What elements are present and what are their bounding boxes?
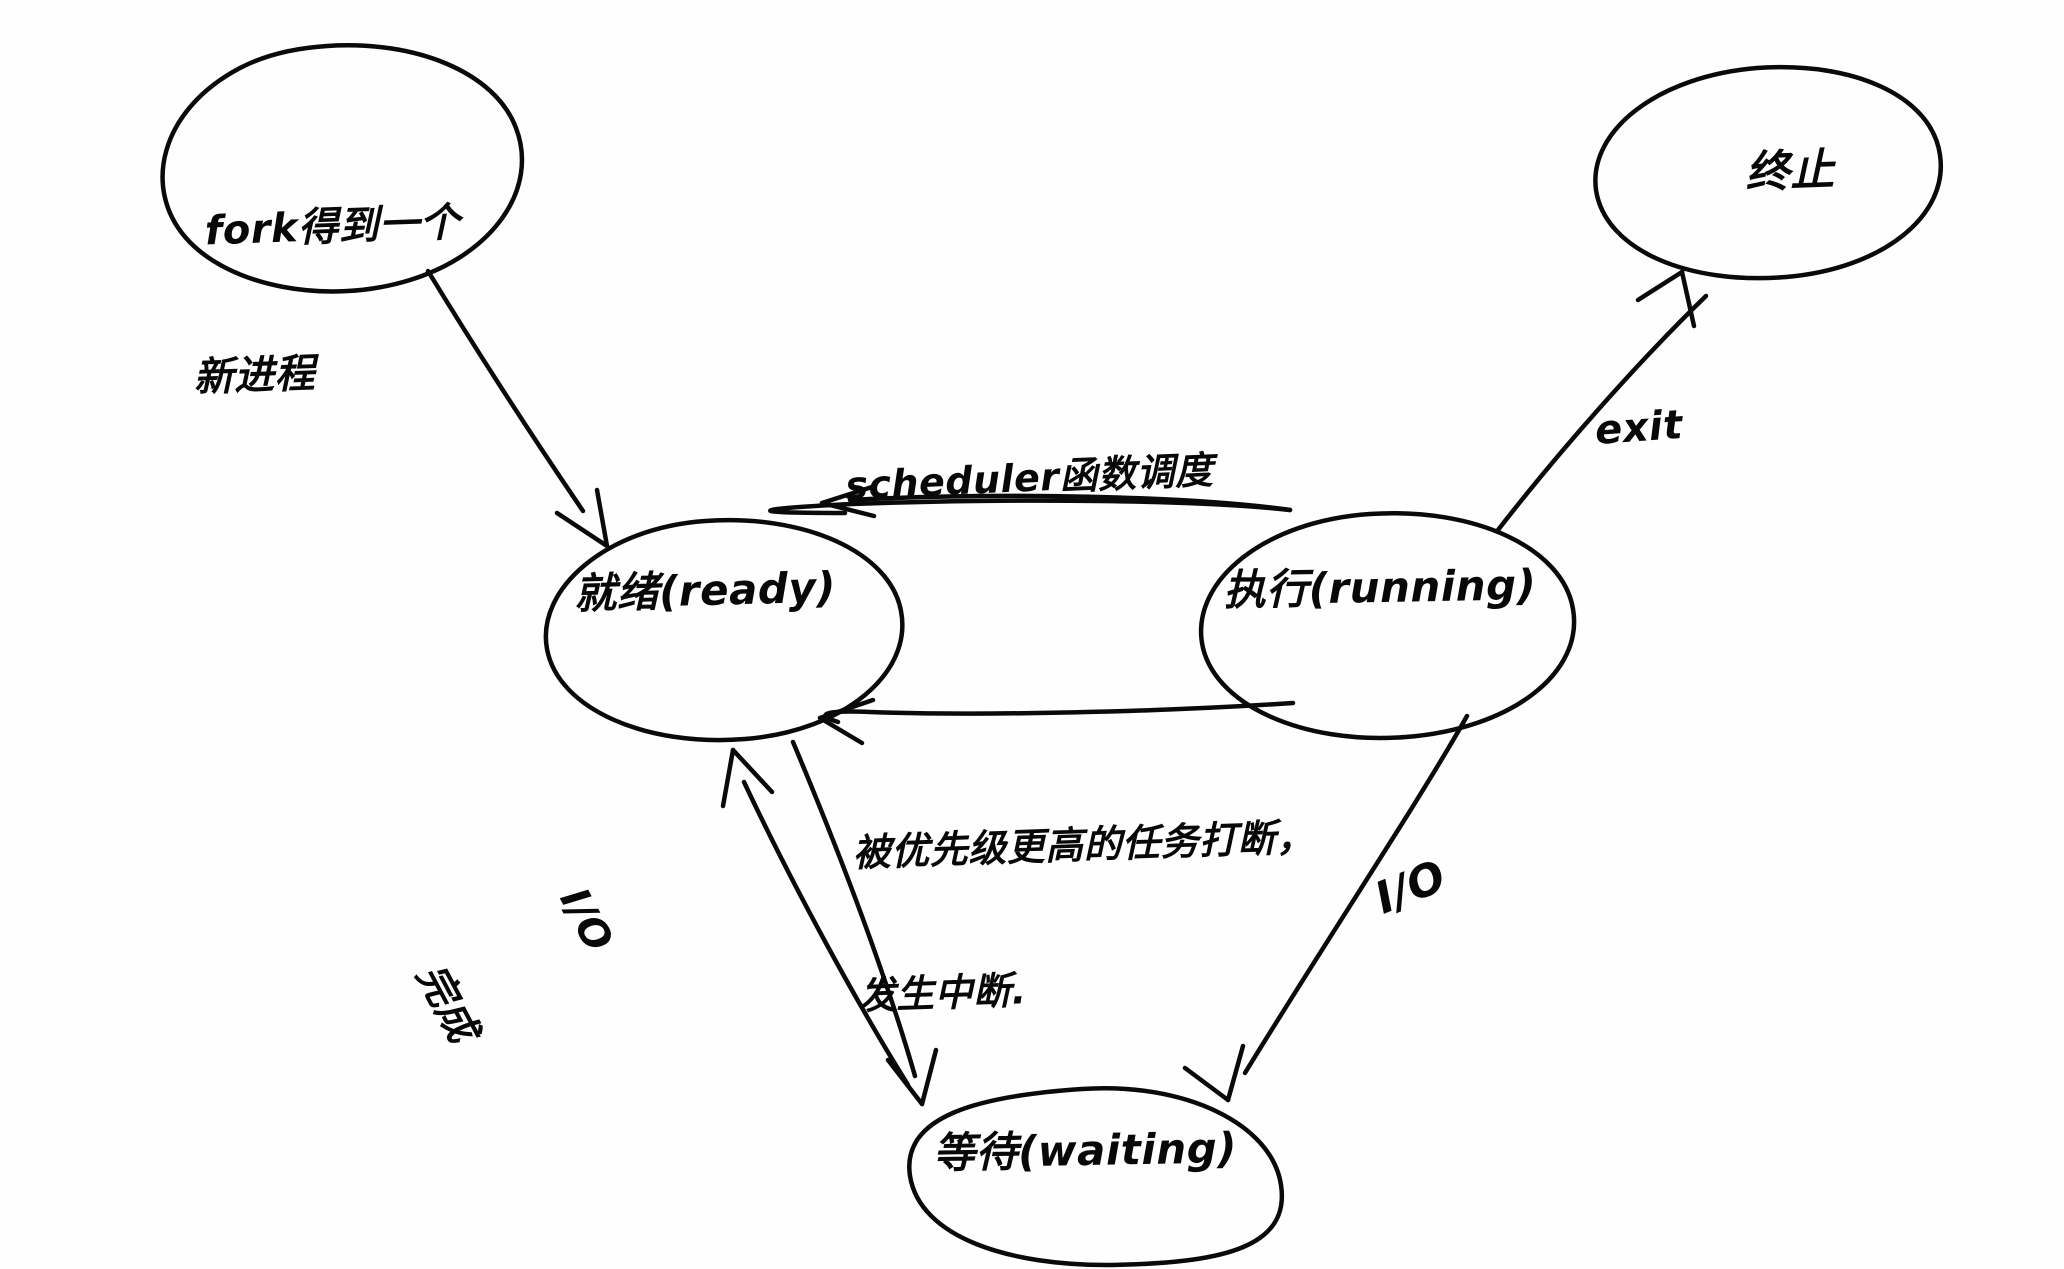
node-label-fork: fork得到一个 新进程 (178, 100, 491, 501)
edge-running-to-ready (768, 484, 1293, 519)
node-label-terminate: 终止 (1744, 144, 1836, 199)
edge-ready-to-waiting (790, 739, 939, 1107)
edge-waiting-to-ready (720, 747, 911, 1088)
edge-ready-to-running (817, 697, 1296, 746)
node-label-running: 执行(running) (1223, 560, 1537, 615)
node-label-fork-line1: fork得到一个 (204, 199, 461, 255)
node-ellipse-fork (160, 43, 525, 294)
edge-label-preempt: 被优先级更高的任务打断， 发生中断. (849, 719, 1324, 1115)
node-ellipse-running (1198, 511, 1577, 741)
edge-running-to-waiting (1182, 713, 1470, 1103)
edge-label-preempt-line2: 发生中断. (856, 967, 1028, 1018)
node-label-fork-line2: 新进程 (192, 350, 316, 401)
node-ellipse-ready (543, 517, 905, 743)
node-ellipse-terminate (1593, 64, 1944, 281)
edge-running-to-terminate (1495, 269, 1709, 533)
node-ellipse-waiting (907, 1086, 1285, 1268)
edge-fork-to-ready (425, 268, 610, 549)
edge-label-exit: exit (1593, 401, 1685, 455)
node-label-waiting: 等待(waiting) (932, 1123, 1238, 1178)
node-label-ready: 就绪(ready) (573, 562, 837, 619)
edge-label-preempt-line1: 被优先级更高的任务打断， (851, 814, 1316, 876)
